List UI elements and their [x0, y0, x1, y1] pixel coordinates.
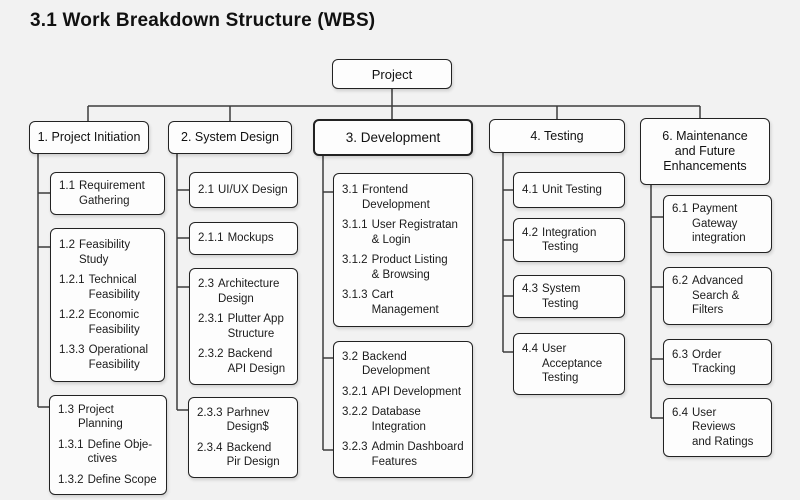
- wbs-entry: 1.2 Feasibility Study: [59, 239, 131, 266]
- wbs-node-4-2-integration-testing: 4.2 Integration Testing: [513, 218, 625, 262]
- wbs-node-2-3-architecture-design: 2.3 Architecture Design 2.3.1 Plutter Ap…: [189, 268, 298, 385]
- wbs-entry: 2.1.1 Mockups: [198, 232, 274, 245]
- wbs-node-6-2-advanced-search: 6.2 Advanced Search & Filters: [663, 267, 772, 325]
- wbs-header-testing: 4. Testing: [489, 119, 625, 153]
- wbs-entry: 2.3.3 Parhnev Design$: [197, 406, 270, 434]
- project-label: Project: [371, 66, 413, 82]
- wbs-entry: 2.3.2 Backend API Design: [198, 348, 286, 375]
- wbs-entry: 4.1 Unit Testing: [522, 183, 602, 196]
- wbs-entry: 3.1.2 Product Listing & Browsing: [342, 254, 448, 281]
- wbs-node-project: Project: [332, 59, 452, 89]
- wbs-node-4-3-system-testing: 4.3 System Testing: [513, 275, 625, 318]
- wbs-entry: 1.2.1 Technical Feasibility: [59, 274, 140, 301]
- wbs-entry: 2.3 Architecture Design: [198, 278, 280, 305]
- wbs-node-2-1-1-mockups: 2.1.1 Mockups: [189, 222, 298, 255]
- wbs-entry: 1.3 Project Planning: [58, 403, 123, 431]
- wbs-entry: 3.1 Frontend Development: [342, 184, 430, 211]
- wbs-header-system-design: 2. System Design: [168, 121, 292, 154]
- wbs-entry: 1.2.2 Economic Feasibility: [59, 309, 140, 336]
- wbs-entry: 2.1 UI/UX Design: [198, 183, 288, 196]
- wbs-entry: 1.3.3 Operational Feasibility: [59, 344, 149, 371]
- wbs-entry: 1.3.1 Define Obje- ctives: [58, 438, 153, 466]
- wbs-entry: 3.1.1 User Registratan & Login: [342, 219, 458, 246]
- wbs-node-3-2-backend-development: 3.2 Backend Development 3.2.1 API Develo…: [333, 341, 473, 478]
- wbs-entry: 6.4 User Reviews and Ratings: [672, 406, 754, 448]
- page-title: 3.1 Work Breakdown Structure (WBS): [30, 10, 376, 31]
- wbs-header-maintenance: 6. Maintenance and Future Enhancements: [640, 118, 770, 185]
- wbs-entry: 6.2 Advanced Search & Filters: [672, 275, 744, 317]
- wbs-header-development: 3. Development: [313, 119, 473, 156]
- wbs-entry: 4.3 System Testing: [522, 283, 581, 310]
- wbs-node-2-3-3-parhnev-design: 2.3.3 Parhnev Design$ 2.3.4 Backend Pir …: [188, 397, 298, 478]
- wbs-node-2-1-uiux-design: 2.1 UI/UX Design: [189, 172, 298, 208]
- wbs-node-3-1-frontend-development: 3.1 Frontend Development 3.1.1 User Regi…: [333, 173, 473, 327]
- wbs-node-1-1-requirement-gathering: 1.1 Requirement Gathering: [50, 172, 165, 215]
- wbs-node-4-1-unit-testing: 4.1 Unit Testing: [513, 172, 625, 208]
- wbs-entry: 4.2 Integration Testing: [522, 226, 597, 254]
- wbs-entry: 1.3.2 Define Scope: [58, 473, 157, 486]
- wbs-entry: 1.1 Requirement Gathering: [59, 180, 145, 207]
- wbs-entry: 4.4 User Acceptance Testing: [522, 343, 603, 385]
- wbs-node-6-3-order-tracking: 6.3 Order Tracking: [663, 339, 772, 385]
- wbs-node-6-4-user-reviews: 6.4 User Reviews and Ratings: [663, 398, 772, 457]
- wbs-entry: 3.2 Backend Development: [342, 350, 430, 378]
- wbs-node-6-1-payment-gateway: 6.1 Payment Gateway integration: [663, 195, 772, 253]
- wbs-node-1-2-feasibility-study: 1.2 Feasibility Study 1.2.1 Technical Fe…: [50, 228, 165, 382]
- wbs-entry: 6.1 Payment Gateway integration: [672, 203, 746, 245]
- wbs-entry: 6.3 Order Tracking: [672, 348, 736, 376]
- wbs-header-project-initiation: 1. Project Initiation: [29, 121, 149, 154]
- wbs-entry: 2.3.4 Backend Pir Design: [197, 441, 280, 469]
- wbs-entry: 3.1.3 Cart Management: [342, 289, 439, 316]
- wbs-node-4-4-user-acceptance-testing: 4.4 User Acceptance Testing: [513, 333, 625, 395]
- wbs-entry: 3.2.2 Database Integration: [342, 406, 426, 433]
- wbs-entry: 3.2.1 API Development: [342, 385, 462, 398]
- wbs-entry: 2.3.1 Plutter App Structure: [198, 313, 284, 340]
- wbs-entry: 3.2.3 Admin Dashboard Features: [342, 441, 464, 468]
- wbs-node-1-3-project-planning: 1.3 Project Planning 1.3.1 Define Obje- …: [49, 395, 167, 495]
